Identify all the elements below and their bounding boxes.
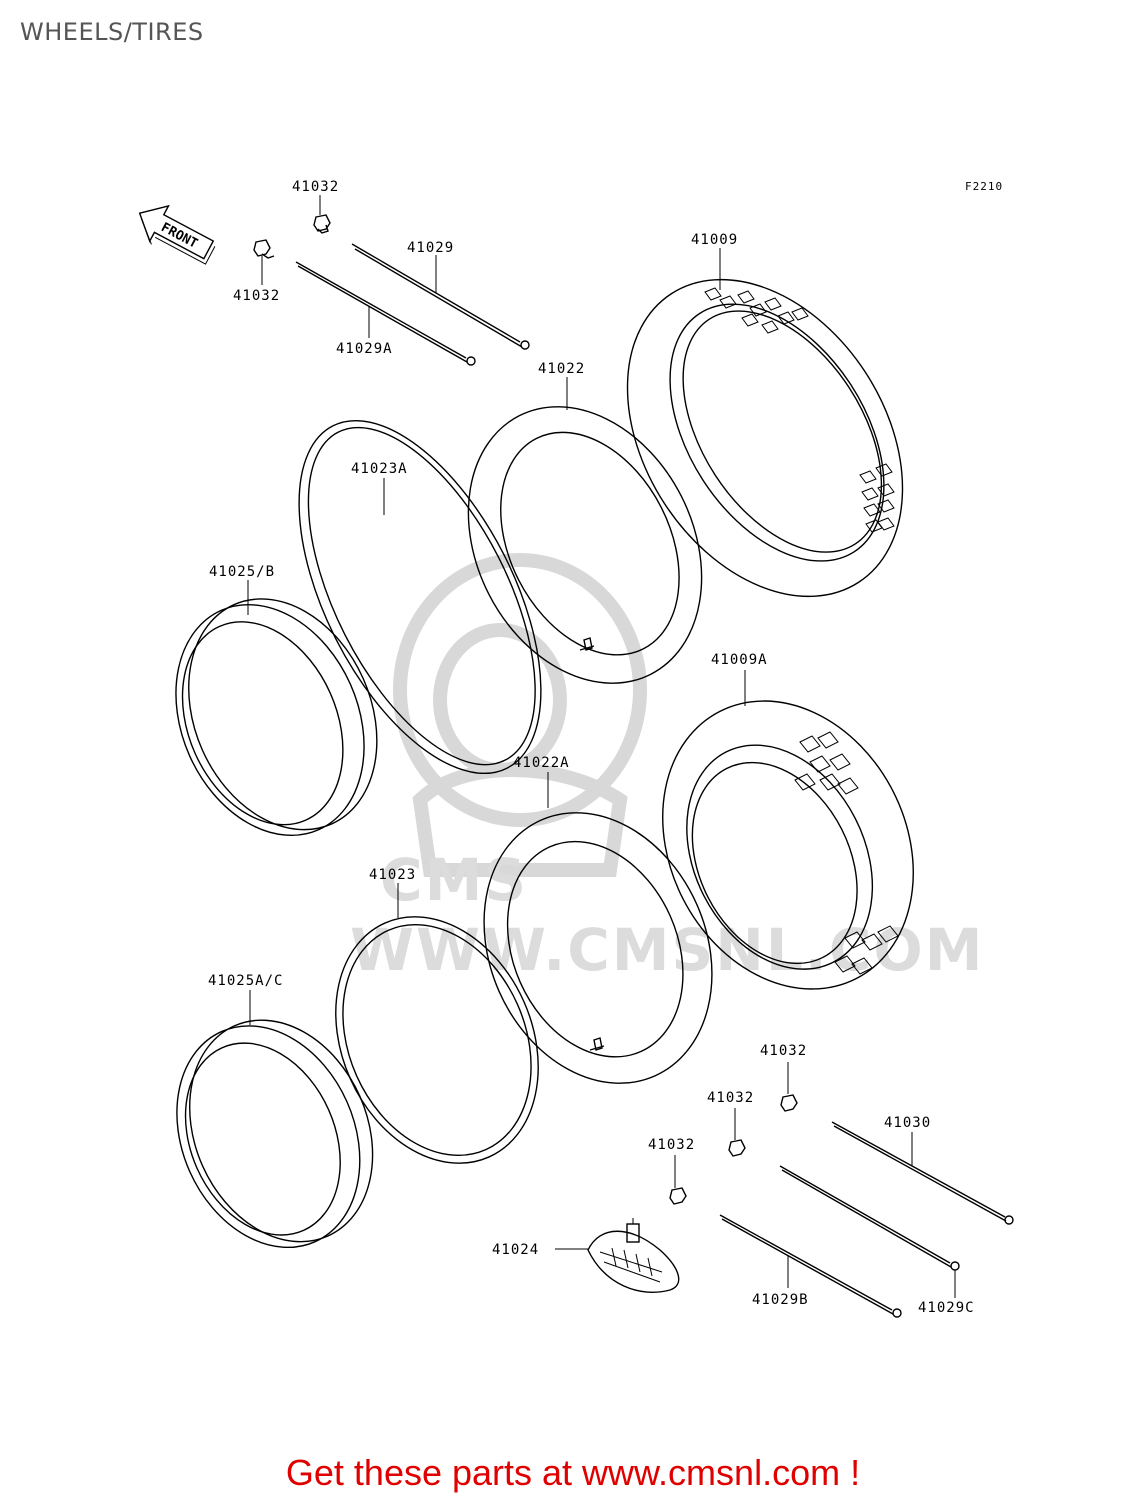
rim-41025B: [175, 598, 378, 837]
nipple-41032-top: [313, 195, 331, 234]
part-label-41032-d[interactable]: 41032: [707, 1090, 754, 1106]
spoke-41029C: [779, 1165, 960, 1298]
figure-code: F2210: [965, 180, 1003, 193]
part-label-41025AC[interactable]: 41025A/C: [208, 973, 283, 989]
spoke-41029: [351, 243, 530, 350]
part-label-41023A[interactable]: 41023A: [351, 461, 408, 477]
tire-41009A: [662, 700, 914, 990]
front-arrow-label: FRONT: [158, 220, 200, 252]
tire-41009: [626, 278, 904, 598]
tube-41022A: [483, 812, 713, 1084]
tire-41009A-tread: [744, 670, 899, 975]
nipple-41032-d: [728, 1108, 746, 1157]
page-title: WHEELS/TIRES: [20, 18, 204, 46]
rim-41025AC: [176, 1019, 374, 1249]
tube-41022A-valve: [589, 1037, 605, 1051]
tube-41022: [467, 406, 703, 684]
part-label-41029B[interactable]: 41029B: [752, 1292, 809, 1308]
part-label-41032-c[interactable]: 41032: [760, 1043, 807, 1059]
watermark-logo-text: CMS: [380, 846, 528, 914]
part-label-41009[interactable]: 41009: [691, 232, 738, 248]
spoke-41030: [831, 1121, 1014, 1225]
part-label-41029A[interactable]: 41029A: [336, 341, 393, 357]
nipple-41032-c: [780, 1062, 798, 1112]
rim-lock-41024: [555, 1218, 680, 1293]
watermark: CMS WWW.CMSNL.COM: [350, 553, 982, 984]
part-label-41025B[interactable]: 41025/B: [209, 564, 275, 580]
part-label-41032-top[interactable]: 41032: [292, 179, 339, 195]
front-arrow-icon: FRONT: [138, 204, 216, 265]
part-label-41032-left[interactable]: 41032: [233, 288, 280, 304]
part-label-41022A[interactable]: 41022A: [513, 755, 570, 771]
promo-banner-link[interactable]: Get these parts at www.cmsnl.com !: [285, 1452, 861, 1493]
part-label-41023[interactable]: 41023: [369, 867, 416, 883]
part-label-41030[interactable]: 41030: [884, 1115, 931, 1131]
nipple-41032-left: [253, 239, 275, 285]
nipple-41032-e: [669, 1155, 687, 1205]
spoke-41029A: [295, 261, 476, 366]
spoke-41029B: [719, 1214, 902, 1318]
tube-41022-valve: [579, 637, 595, 651]
part-label-41032-e[interactable]: 41032: [648, 1137, 695, 1153]
part-label-41024[interactable]: 41024: [492, 1242, 539, 1258]
rim-band-41023A: [298, 419, 542, 775]
part-label-41009A[interactable]: 41009A: [711, 652, 768, 668]
tire-41009-tread: [704, 248, 895, 533]
part-label-41029C[interactable]: 41029C: [918, 1300, 975, 1316]
part-label-41029[interactable]: 41029: [407, 240, 454, 256]
part-label-41022[interactable]: 41022: [538, 361, 585, 377]
